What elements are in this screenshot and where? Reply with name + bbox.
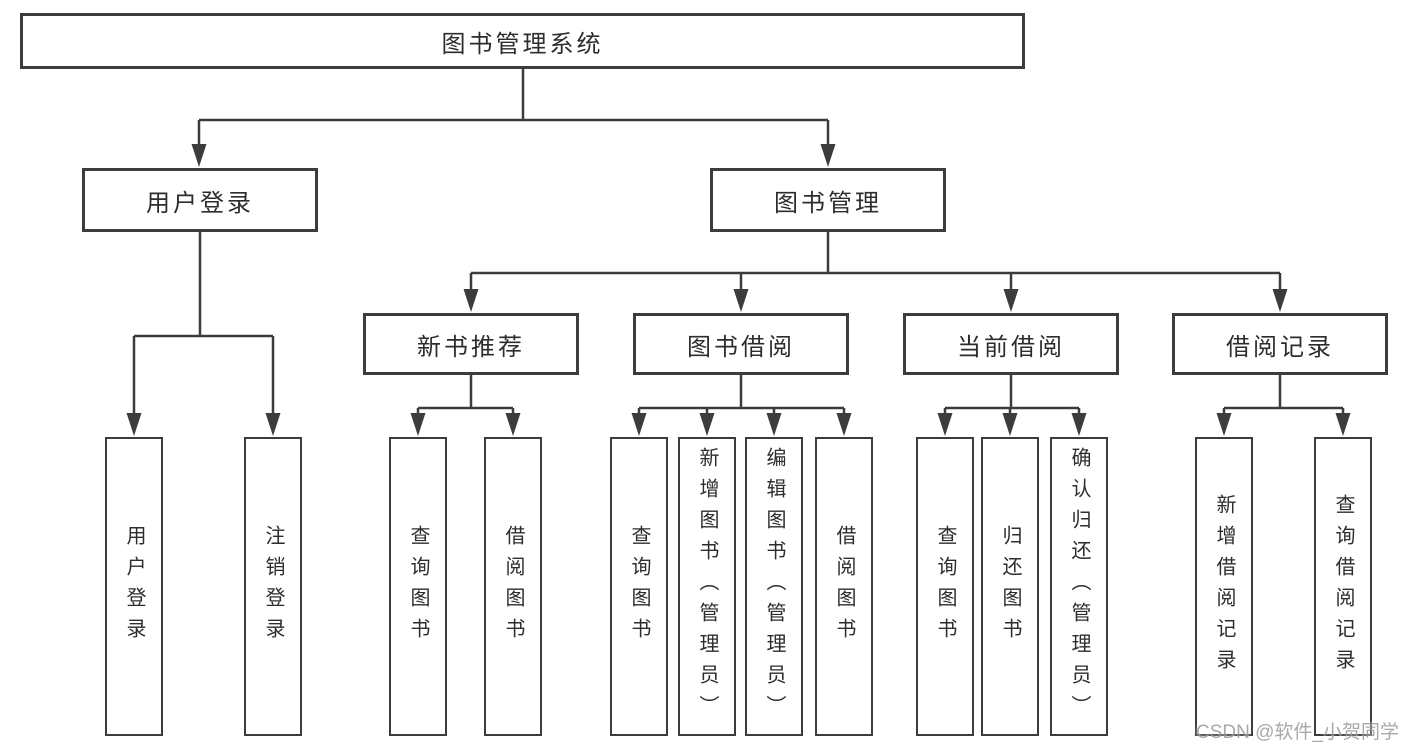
node-label: 编辑图书（管理员） <box>763 447 785 726</box>
leaf-query-books-recommend: 查询图书 <box>389 437 447 736</box>
node-new-book-recommend: 新书推荐 <box>363 313 579 375</box>
node-label: 归还图书 <box>999 524 1021 649</box>
leaf-query-borrow-record: 查询借阅记录 <box>1314 437 1372 736</box>
node-label: 借阅图书 <box>833 524 855 649</box>
node-label: 图书管理 <box>774 189 882 217</box>
node-label: 当前借阅 <box>957 333 1065 361</box>
csdn-watermark: CSDN @软件_小贺同学 <box>1196 722 1399 743</box>
node-label: 确认归还（管理员） <box>1068 447 1090 726</box>
leaf-add-borrow-record: 新增借阅记录 <box>1195 437 1253 736</box>
node-label: 借阅记录 <box>1226 333 1334 361</box>
leaf-confirm-return-admin: 确认归还（管理员） <box>1050 437 1108 736</box>
node-label: 用户登录 <box>123 524 145 649</box>
node-current-borrow: 当前借阅 <box>903 313 1119 375</box>
leaf-user-login: 用户登录 <box>105 437 163 736</box>
node-user-login: 用户登录 <box>82 168 318 232</box>
node-label: 查询借阅记录 <box>1332 493 1354 680</box>
node-label: 图书借阅 <box>687 333 795 361</box>
node-label: 新增借阅记录 <box>1213 493 1235 680</box>
node-label: 查询图书 <box>628 524 650 649</box>
leaf-return-books: 归还图书 <box>981 437 1039 736</box>
node-book-management: 图书管理 <box>710 168 946 232</box>
leaf-query-books-borrow: 查询图书 <box>610 437 668 736</box>
leaf-query-books-current: 查询图书 <box>916 437 974 736</box>
node-label: 借阅图书 <box>502 524 524 649</box>
leaf-logout: 注销登录 <box>244 437 302 736</box>
node-borrow-records: 借阅记录 <box>1172 313 1388 375</box>
leaf-borrow-books: 借阅图书 <box>815 437 873 736</box>
node-label: 用户登录 <box>146 189 254 217</box>
node-library-system: 图书管理系统 <box>20 13 1025 69</box>
node-label: 注销登录 <box>262 524 284 649</box>
node-label: 新书推荐 <box>417 333 525 361</box>
node-label: 查询图书 <box>934 524 956 649</box>
leaf-edit-book-admin: 编辑图书（管理员） <box>745 437 803 736</box>
node-label: 查询图书 <box>407 524 429 649</box>
leaf-add-book-admin: 新增图书（管理员） <box>678 437 736 736</box>
node-label: 图书管理系统 <box>441 30 604 58</box>
node-label: 新增图书（管理员） <box>696 447 718 726</box>
node-book-borrow: 图书借阅 <box>633 313 849 375</box>
leaf-borrow-books-recommend: 借阅图书 <box>484 437 542 736</box>
